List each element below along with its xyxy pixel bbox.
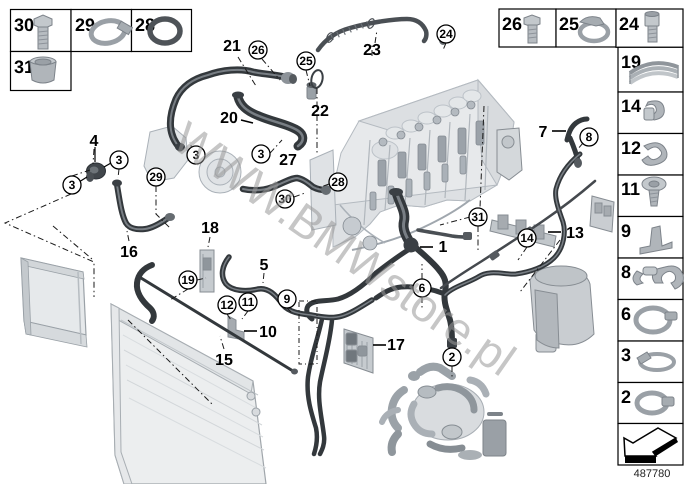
svg-text:25: 25 bbox=[559, 14, 579, 34]
svg-text:14: 14 bbox=[621, 96, 641, 116]
svg-text:24: 24 bbox=[439, 27, 453, 41]
svg-text:24: 24 bbox=[619, 14, 639, 34]
svg-text:19: 19 bbox=[181, 273, 195, 287]
svg-text:28: 28 bbox=[331, 175, 345, 189]
svg-text:3: 3 bbox=[193, 148, 200, 162]
svg-text:21: 21 bbox=[223, 38, 241, 55]
svg-text:10: 10 bbox=[259, 324, 277, 341]
svg-text:25: 25 bbox=[299, 54, 313, 68]
svg-text:29: 29 bbox=[149, 170, 163, 184]
svg-text:8: 8 bbox=[621, 262, 631, 282]
svg-text:11: 11 bbox=[621, 179, 640, 199]
svg-text:14: 14 bbox=[520, 231, 534, 245]
svg-text:31: 31 bbox=[471, 210, 485, 224]
svg-text:13: 13 bbox=[566, 225, 584, 242]
svg-text:8: 8 bbox=[586, 130, 593, 144]
svg-text:3: 3 bbox=[258, 147, 265, 161]
svg-text:4: 4 bbox=[90, 133, 99, 150]
svg-text:12: 12 bbox=[621, 138, 641, 158]
svg-text:6: 6 bbox=[419, 281, 426, 295]
svg-text:487780: 487780 bbox=[634, 468, 671, 480]
svg-text:3: 3 bbox=[69, 178, 76, 192]
svg-text:22: 22 bbox=[311, 103, 329, 120]
svg-text:31: 31 bbox=[14, 57, 34, 77]
svg-text:27: 27 bbox=[279, 152, 297, 169]
svg-text:2: 2 bbox=[621, 387, 631, 407]
svg-text:26: 26 bbox=[251, 43, 265, 57]
svg-text:6: 6 bbox=[621, 304, 631, 324]
svg-text:18: 18 bbox=[201, 220, 219, 237]
svg-text:9: 9 bbox=[284, 292, 291, 306]
svg-text:3: 3 bbox=[116, 153, 123, 167]
svg-text:17: 17 bbox=[387, 337, 405, 354]
svg-text:15: 15 bbox=[215, 352, 233, 369]
svg-text:16: 16 bbox=[120, 244, 138, 261]
svg-text:26: 26 bbox=[502, 14, 522, 34]
svg-text:30: 30 bbox=[14, 15, 34, 35]
svg-text:3: 3 bbox=[621, 345, 631, 365]
svg-text:7: 7 bbox=[539, 124, 548, 141]
svg-text:23: 23 bbox=[363, 42, 381, 59]
svg-text:9: 9 bbox=[621, 221, 631, 241]
svg-text:5: 5 bbox=[260, 257, 269, 274]
svg-text:1: 1 bbox=[439, 239, 448, 256]
svg-text:12: 12 bbox=[220, 298, 234, 312]
svg-text:30: 30 bbox=[278, 192, 292, 206]
svg-text:20: 20 bbox=[220, 110, 238, 127]
svg-text:11: 11 bbox=[242, 295, 255, 309]
svg-text:2: 2 bbox=[449, 350, 456, 364]
